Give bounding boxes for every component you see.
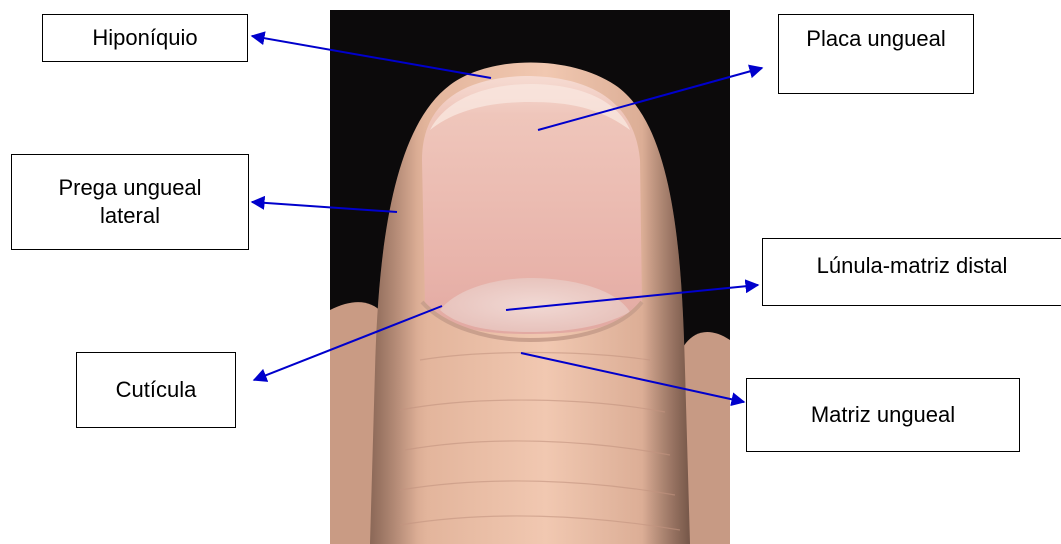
label-lunula-matriz-distal: Lúnula-matriz distal bbox=[762, 238, 1061, 306]
label-hiponiquio-text: Hiponíquio bbox=[92, 24, 197, 52]
label-matriz-ungueal: Matriz ungueal bbox=[746, 378, 1020, 452]
label-prega-line2: lateral bbox=[100, 202, 160, 230]
label-placa-ungueal: Placa ungueal bbox=[778, 14, 974, 94]
label-hiponiquio: Hiponíquio bbox=[42, 14, 248, 62]
label-prega-line1: Prega ungueal bbox=[58, 174, 201, 202]
label-lunula-text: Lúnula-matriz distal bbox=[817, 252, 1008, 280]
label-placa-ungueal-text: Placa ungueal bbox=[806, 25, 945, 53]
label-prega-ungueal-lateral: Prega ungueal lateral bbox=[11, 154, 249, 250]
label-matriz-text: Matriz ungueal bbox=[811, 401, 955, 429]
thumb-illustration bbox=[330, 10, 730, 544]
thumb-nail-photo bbox=[330, 10, 730, 544]
label-cuticula: Cutícula bbox=[76, 352, 236, 428]
label-cuticula-text: Cutícula bbox=[116, 376, 197, 404]
